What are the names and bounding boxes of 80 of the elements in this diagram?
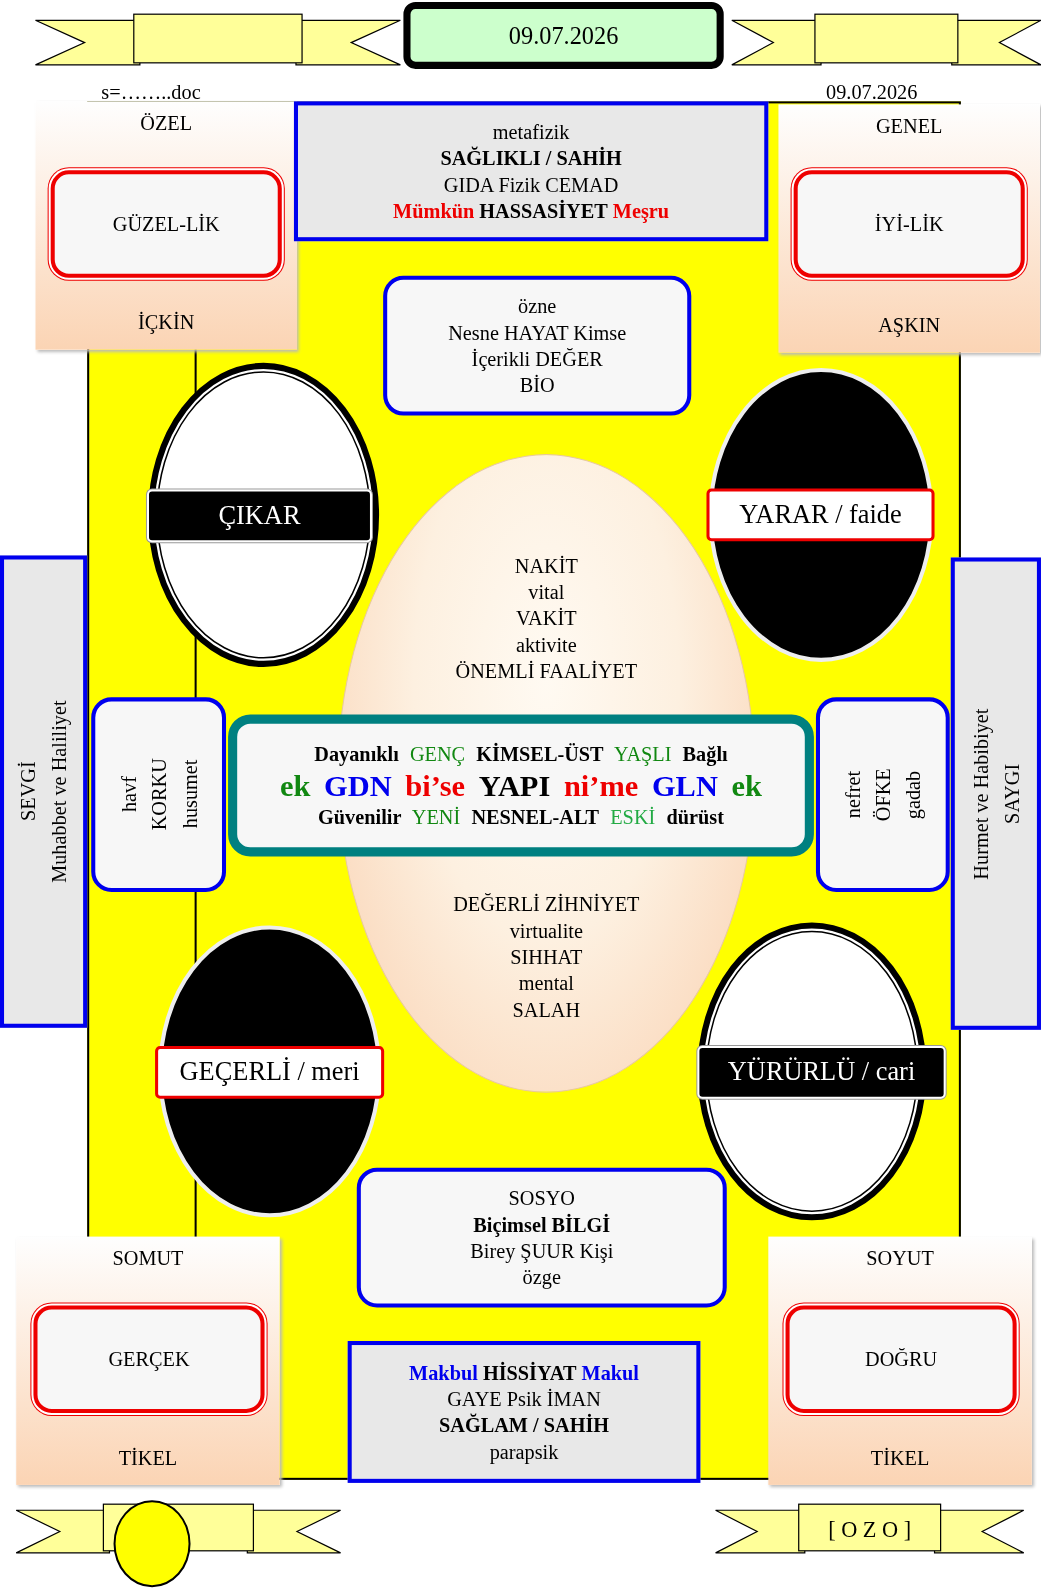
text-line: mental bbox=[517, 971, 575, 997]
text-line: nefret bbox=[840, 771, 865, 819]
text-line: GENEL bbox=[875, 113, 943, 139]
text-line: DOĞRU bbox=[865, 1347, 938, 1373]
text-line: Makbul HİSSİYAT Makul bbox=[409, 1360, 639, 1386]
text-panel bbox=[347, 1341, 701, 1483]
gradient-card bbox=[768, 1236, 1032, 1485]
ribbon-banner bbox=[731, 12, 1041, 69]
text-line: İçerikli DEĞER bbox=[471, 346, 603, 372]
text-line: YÜRÜRLÜ / cari bbox=[727, 1059, 916, 1086]
rounded-box bbox=[91, 697, 227, 892]
text-line: SALAH bbox=[511, 997, 582, 1023]
text-line: 09.07.2026 bbox=[508, 22, 619, 49]
header-text: s=……..doc bbox=[101, 80, 201, 106]
text-line: KORKU bbox=[146, 758, 171, 831]
side-panel bbox=[950, 557, 1041, 1030]
label-bar bbox=[697, 1046, 946, 1099]
text-line: SOMUT bbox=[112, 1245, 184, 1272]
text-line: GEÇERLİ / meri bbox=[179, 1059, 360, 1086]
text-line: Mümkün HASSASİYET Meşru bbox=[393, 198, 670, 224]
ribbon-banner bbox=[35, 12, 401, 69]
text-line: ÖFKE bbox=[870, 768, 895, 822]
text-line: DEĞERLİ ZİHNİYET bbox=[453, 892, 640, 918]
rounded-frame bbox=[785, 1305, 1017, 1413]
side-panel bbox=[0, 555, 88, 1028]
text-line: virtualite bbox=[508, 918, 584, 944]
text-line: ÖZEL bbox=[140, 110, 193, 136]
text-line: TİKEL bbox=[118, 1445, 178, 1471]
text-line: vital bbox=[527, 579, 566, 606]
text-line: GIDA Fizik CEMAD bbox=[443, 172, 619, 198]
text-line: SAĞLIKLI / SAHİH bbox=[440, 145, 622, 172]
text-line: Biçimsel BİLGİ bbox=[473, 1212, 611, 1238]
text-line: GAYE Psik İMAN bbox=[447, 1386, 601, 1412]
text-line: ÖNEMLİ FAALİYET bbox=[455, 658, 638, 685]
text-line: aktivite bbox=[514, 632, 578, 658]
text-line: SEVGİ bbox=[16, 761, 41, 822]
rounded-box bbox=[383, 275, 692, 416]
rounded-frame bbox=[33, 1305, 265, 1413]
text-line: VAKİT bbox=[515, 606, 578, 632]
date-box bbox=[403, 2, 724, 69]
gradient-card bbox=[16, 1236, 280, 1485]
text-line: SOYUT bbox=[866, 1245, 934, 1272]
text-line: BİO bbox=[519, 373, 555, 399]
text-line: SAĞLAM / SAHİH bbox=[439, 1412, 610, 1439]
text-line: parapsik bbox=[489, 1439, 559, 1465]
rounded-frame bbox=[793, 170, 1025, 278]
text-line: özne bbox=[518, 293, 557, 320]
rounded-box bbox=[356, 1167, 727, 1308]
rounded-box bbox=[815, 697, 950, 892]
text-line: İÇKİN bbox=[138, 310, 195, 336]
text-line: GERÇEK bbox=[108, 1347, 190, 1373]
header-text: 09.07.2026 bbox=[826, 80, 918, 106]
text-line: havf bbox=[116, 776, 141, 813]
text-line: NAKİT bbox=[513, 553, 579, 579]
text-line: İYİ-LİK bbox=[874, 211, 944, 238]
text-line: Dayanıklı GENÇ KİMSEL-ÜST YAŞLI Bağlı bbox=[314, 741, 728, 768]
text-line: AŞKIN bbox=[878, 313, 941, 339]
text-line: Birey ŞUUR Kişi bbox=[470, 1238, 614, 1264]
text-line: [ O Z O ] bbox=[828, 1516, 912, 1543]
text-line: ÇIKAR bbox=[218, 502, 301, 530]
text-line: metafizik bbox=[492, 119, 570, 145]
gradient-card bbox=[35, 101, 297, 350]
gradient-card bbox=[778, 104, 1040, 353]
text-line: YARAR / faide bbox=[739, 501, 902, 529]
text-line: TİKEL bbox=[870, 1445, 930, 1471]
text-line: Hurmet ve Habibiyet bbox=[968, 708, 994, 880]
text-line: husumet bbox=[176, 760, 202, 829]
text-line: ek GDN bi’se YAPI ni’me GLN ek bbox=[280, 767, 762, 804]
center-box bbox=[228, 714, 814, 857]
text-line: gadab bbox=[901, 770, 926, 819]
text-line: Güvenilir YENİ NESNEL-ALT ESKİ dürüst bbox=[318, 804, 724, 831]
text-line: GÜZEL-LİK bbox=[112, 211, 220, 238]
text-line: özge bbox=[522, 1265, 561, 1291]
rounded-frame bbox=[50, 170, 282, 278]
text-panel bbox=[293, 101, 769, 242]
text-line: SOSYO bbox=[508, 1185, 575, 1212]
text-line: SIHHAT bbox=[509, 944, 584, 970]
text-line: Nesne HAYAT Kimse bbox=[448, 320, 627, 346]
text-line: Muhabbet ve Haliliyet bbox=[46, 700, 72, 883]
text-line: SAYGI bbox=[998, 763, 1024, 824]
